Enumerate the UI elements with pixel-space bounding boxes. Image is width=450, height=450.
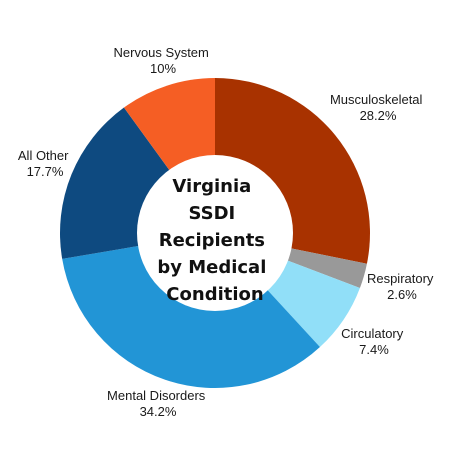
- label-respiratory: Respiratory 2.6%: [367, 271, 437, 302]
- label-nervous-system: Nervous System 10%: [114, 45, 213, 76]
- title-line-5: Condition: [166, 284, 263, 305]
- slice-mental-disorders: [62, 233, 320, 388]
- title-line-4: by Medical: [157, 257, 266, 278]
- label-mental-disorders-name: Mental Disorders: [107, 388, 206, 403]
- label-musculoskeletal-name: Musculoskeletal: [330, 92, 423, 107]
- label-nervous-system-value: 10%: [150, 61, 176, 76]
- label-all-other-value: 17.7%: [27, 164, 64, 179]
- label-nervous-system-name: Nervous System: [114, 45, 209, 60]
- label-mental-disorders-value: 34.2%: [140, 404, 177, 419]
- label-respiratory-name: Respiratory: [367, 271, 434, 286]
- label-circulatory: Circulatory 7.4%: [341, 326, 407, 357]
- label-all-other-name: All Other: [18, 148, 69, 163]
- title-line-3: Recipients: [159, 230, 265, 251]
- donut-hole: [137, 155, 293, 311]
- label-respiratory-value: 2.6%: [387, 287, 417, 302]
- chart-title: Virginia SSDI Recipients by Medical Cond…: [157, 176, 272, 305]
- label-all-other: All Other 17.7%: [18, 148, 72, 179]
- title-line-2: SSDI: [188, 203, 235, 224]
- label-mental-disorders: Mental Disorders 34.2%: [107, 388, 209, 419]
- label-circulatory-name: Circulatory: [341, 326, 404, 341]
- label-musculoskeletal-value: 28.2%: [360, 108, 397, 123]
- label-circulatory-value: 7.4%: [359, 342, 389, 357]
- label-musculoskeletal: Musculoskeletal 28.2%: [330, 92, 426, 123]
- title-line-1: Virginia: [172, 176, 251, 197]
